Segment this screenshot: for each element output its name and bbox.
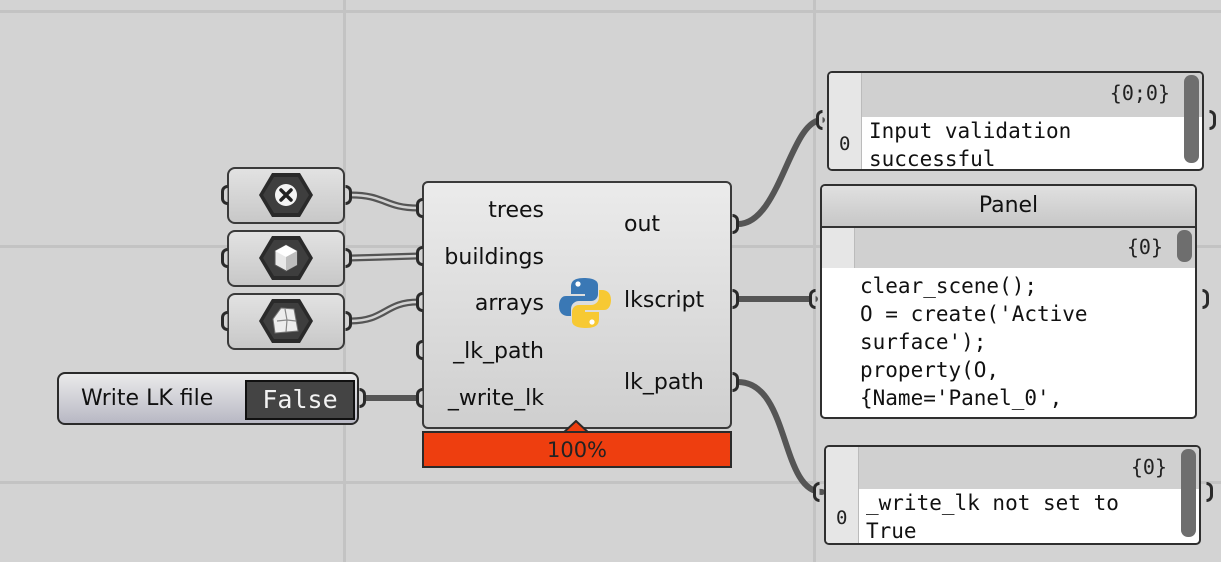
panel-header [826, 447, 1199, 489]
panel-line: Input validation [869, 119, 1072, 143]
input-lk-path-label: _lk_path [453, 339, 544, 364]
panel-line: {Name='Panel_0', [860, 386, 1063, 410]
progress-bar: 100% [422, 431, 732, 468]
panel-line: surface'); [860, 330, 987, 354]
python-logo-icon [559, 278, 611, 328]
panel-bot-output-grip[interactable] [1206, 482, 1213, 502]
panel-bot-input-grip[interactable] [813, 482, 820, 502]
box-hex-icon [259, 236, 313, 280]
arrays-param-input-grip[interactable] [221, 311, 228, 331]
output-lkscript-grip[interactable] [732, 289, 739, 309]
output-out-label: out [624, 212, 661, 237]
toggle-output-grip[interactable] [359, 388, 366, 408]
panel-top-input-grip[interactable] [816, 110, 823, 130]
panel-index: 0 [839, 133, 851, 155]
panel-content: _write_lk not set to True [866, 489, 1119, 543]
grid-line [0, 481, 1221, 484]
panel-mid-input-grip[interactable] [809, 289, 816, 309]
panel-scrollbar[interactable] [1184, 75, 1199, 163]
write-lk-toggle[interactable]: Write LK file False [57, 372, 359, 425]
toggle-label: Write LK file [81, 386, 214, 411]
output-panel-write-status[interactable]: {0} 0 _write_lk not set to True [824, 445, 1201, 545]
input-trees-label: trees [488, 198, 544, 223]
buildings-param[interactable] [227, 230, 345, 287]
panel-path: {0} [1130, 455, 1167, 479]
panel-line: _write_lk not set to [866, 491, 1119, 515]
progress-label: 100% [546, 438, 608, 462]
toggle-value-button[interactable]: False [245, 380, 355, 420]
arrays-param-output-grip[interactable] [345, 311, 352, 331]
panel-header [829, 73, 1202, 117]
grid-line [813, 0, 816, 562]
panel-header [822, 228, 1195, 268]
panel-top-output-grip[interactable] [1209, 110, 1216, 130]
panel-scrollbar[interactable] [1177, 230, 1192, 262]
input-write-lk-grip[interactable] [416, 388, 423, 408]
panel-index-column [826, 447, 859, 543]
panel-index: 0 [836, 507, 848, 529]
trees-param-output-grip[interactable] [345, 185, 352, 205]
grid-line [0, 10, 1221, 13]
panel-index-column [829, 73, 862, 169]
wire-lkpath [735, 379, 825, 495]
wire-out [735, 117, 825, 227]
input-buildings-grip[interactable] [416, 246, 423, 266]
output-lk-path-grip[interactable] [732, 372, 739, 392]
input-buildings-label: buildings [444, 245, 544, 270]
panel-mid-output-grip[interactable] [1202, 289, 1209, 309]
python-script-component[interactable]: trees buildings arrays _lk_path _write_l… [422, 181, 732, 429]
input-arrays-label: arrays [474, 291, 544, 316]
panel-index-column [822, 228, 855, 268]
output-lkscript-label: lkscript [624, 288, 705, 313]
panel-title: Panel [822, 186, 1195, 228]
panel-content: Input validation successful [869, 117, 1072, 171]
panel-scrollbar[interactable] [1181, 449, 1196, 537]
progress-pointer [562, 420, 590, 434]
input-trees-grip[interactable] [416, 198, 423, 218]
input-arrays-grip[interactable] [416, 292, 423, 312]
arrays-param[interactable] [227, 293, 345, 350]
trees-param[interactable] [227, 167, 345, 224]
panel-line: successful [869, 147, 996, 171]
panel-line: clear_scene(); [860, 274, 1038, 298]
close-hex-icon [259, 173, 313, 217]
output-panel-lkscript[interactable]: Panel {0} clear_scene(); O = create('Act… [820, 184, 1197, 419]
output-lk-path-label: lk_path [624, 370, 704, 395]
surface-hex-icon [259, 299, 313, 343]
trees-param-input-grip[interactable] [221, 185, 228, 205]
panel-line: O = create('Active [860, 302, 1088, 326]
input-lk-path-grip[interactable] [416, 340, 423, 360]
panel-content: clear_scene(); O = create('Active surfac… [860, 272, 1088, 412]
panel-line: property(O, [860, 358, 1000, 382]
buildings-param-output-grip[interactable] [345, 248, 352, 268]
output-out-grip[interactable] [732, 214, 739, 234]
panel-line: True [866, 519, 917, 543]
buildings-param-input-grip[interactable] [221, 248, 228, 268]
panel-path: {0;0} [1109, 81, 1170, 105]
output-panel-validation[interactable]: {0;0} 0 Input validation successful [827, 71, 1204, 171]
panel-path: {0} [1126, 235, 1163, 259]
input-write-lk-label: _write_lk [447, 386, 544, 411]
